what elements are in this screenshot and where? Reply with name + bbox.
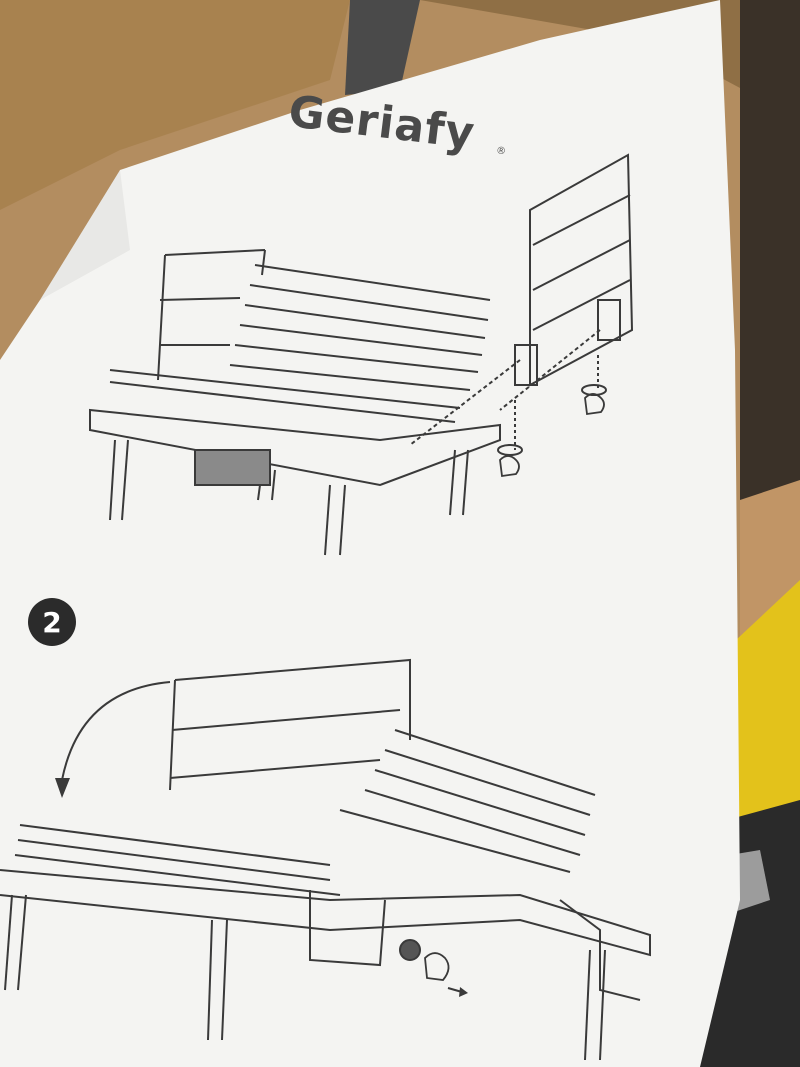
slats-top: [109, 264, 491, 423]
slats-bottom: [14, 729, 596, 896]
step-number-badge: 2: [28, 598, 76, 646]
